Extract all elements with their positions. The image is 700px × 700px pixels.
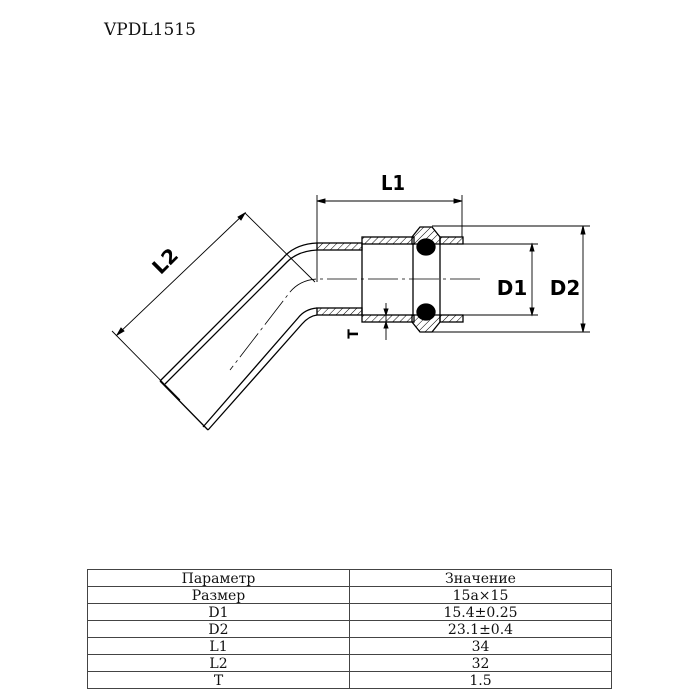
param-cell: L2 (87, 654, 350, 672)
param-cell: D1 (87, 603, 350, 621)
param-cell: Размер (87, 586, 350, 604)
label-d1: D1 (497, 276, 528, 300)
dimensions (111, 195, 590, 401)
value-cell: 1.5 (349, 671, 612, 689)
label-t: T (346, 329, 362, 339)
value-cell: 23.1±0.4 (349, 620, 612, 638)
value-cell: 15.4±0.25 (349, 603, 612, 621)
column-header-parameter: Параметр (87, 569, 350, 587)
label-l2: L2 (147, 243, 183, 279)
product-code-title: VPDL1515 (104, 20, 196, 40)
param-cell: L1 (87, 637, 350, 655)
param-cell: T (87, 671, 350, 689)
param-cell: D2 (87, 620, 350, 638)
value-cell: 15a×15 (349, 586, 612, 604)
fitting-technical-drawing: L1 D1 D2 L2 T (111, 171, 590, 431)
value-cell: 34 (349, 637, 612, 655)
column-header-value: Значение (349, 569, 612, 587)
pipe-body (159, 226, 480, 431)
label-l1: L1 (381, 171, 405, 195)
o-ring-bottom (416, 303, 436, 321)
value-cell: 32 (349, 654, 612, 672)
label-d2: D2 (550, 276, 581, 300)
table-header-row: Параметр Значение (87, 569, 612, 587)
o-ring-top (416, 238, 436, 256)
